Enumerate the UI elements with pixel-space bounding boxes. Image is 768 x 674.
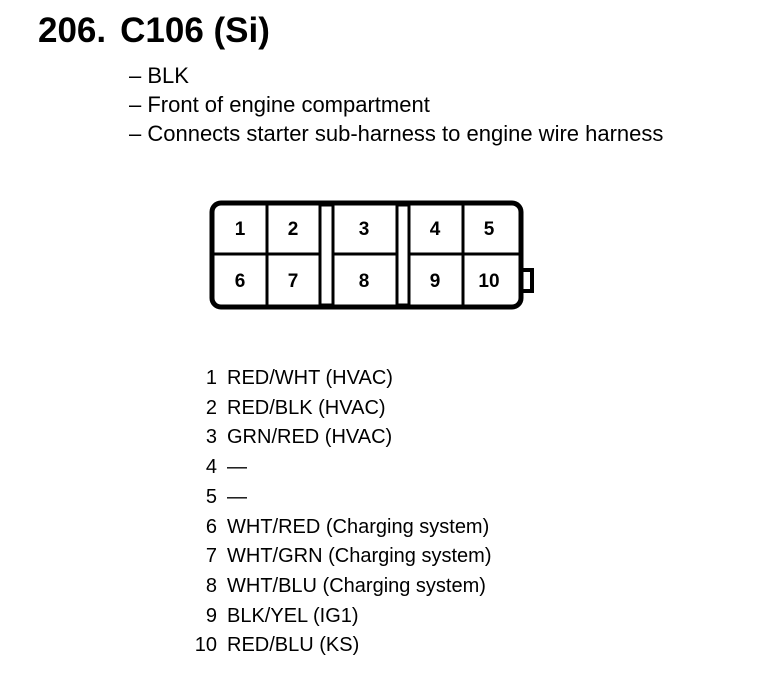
- pin-row: 10 RED/BLU (KS): [190, 631, 491, 661]
- pin-number: 7: [205, 545, 217, 568]
- connector-id: C106 (Si): [120, 11, 270, 50]
- info-color: – BLK: [129, 63, 189, 88]
- pin-number: 1: [205, 367, 217, 389]
- pin-description: WHT/GRN (Charging system): [227, 545, 492, 568]
- wall-gap-fill: [322, 252, 331, 257]
- pin-row: 5—: [190, 483, 491, 513]
- pin-number: 9: [205, 604, 217, 627]
- page-title: 206. C106 (Si): [38, 10, 270, 52]
- pin-row: 4—: [190, 453, 491, 483]
- pin-label-9: 9: [430, 271, 441, 292]
- pin-row: 6 WHT/RED (Charging system): [190, 513, 491, 543]
- pin-number: 2: [205, 396, 217, 419]
- pin-label-1: 1: [235, 219, 246, 240]
- pin-description: —: [227, 485, 247, 508]
- pin-description: RED/BLK (HVAC): [227, 396, 386, 419]
- section-number: 206.: [38, 11, 107, 50]
- pin-description: RED/BLU (KS): [227, 634, 360, 657]
- pin-description: BLK/YEL (IG1): [227, 604, 359, 627]
- pin-row: 7 WHT/GRN (Charging system): [190, 542, 492, 572]
- wall-gap-fill: [399, 252, 407, 257]
- pin-label-3: 3: [359, 219, 370, 240]
- pin-description: RED/WHT (HVAC): [227, 367, 393, 389]
- pin-number: 10: [194, 634, 217, 657]
- pin-label-6: 6: [235, 271, 246, 292]
- pin-row: 9 BLK/YEL (IG1): [190, 602, 491, 632]
- pin-label-4: 4: [430, 219, 441, 240]
- pin-description: —: [227, 456, 247, 479]
- pin-list: 1 RED/WHT (HVAC) 2 RED/BLK (HVAC) 3 GRN/RED…: [190, 364, 492, 661]
- pin-row: 2 RED/BLK (HVAC): [190, 394, 491, 424]
- connector-info: – BLK – Front of engine compartment – Co…: [129, 61, 663, 148]
- pin-description: WHT/RED (Charging system): [227, 515, 490, 538]
- info-connects: – Connects starter sub-harness to engine…: [129, 121, 664, 146]
- pin-number: 6: [205, 515, 217, 538]
- pin-description: WHT/BLU (Charging system): [227, 574, 486, 597]
- info-location: – Front of engine compartment: [129, 92, 430, 117]
- pin-number: 5: [205, 485, 217, 508]
- pin-number: 4: [205, 456, 217, 479]
- pin-row: 1 RED/WHT (HVAC): [190, 364, 491, 394]
- pin-label-7: 7: [288, 271, 299, 292]
- connector-diagram: 1 2 3 4 5 6 7 8 9 10: [205, 196, 545, 316]
- pin-number: 3: [205, 426, 217, 449]
- pin-label-8: 8: [359, 271, 370, 292]
- connector-face-svg: 1 2 3 4 5 6 7 8 9 10: [209, 200, 534, 310]
- pin-label-10: 10: [478, 271, 499, 292]
- pin-number: 8: [205, 574, 217, 597]
- pin-label-2: 2: [288, 219, 299, 240]
- pin-description: GRN/RED (HVAC): [227, 426, 393, 449]
- pin-row: 3 GRN/RED (HVAC): [190, 423, 491, 453]
- pin-row: 8 WHT/BLU (Charging system): [190, 572, 491, 602]
- pin-label-5: 5: [484, 219, 495, 240]
